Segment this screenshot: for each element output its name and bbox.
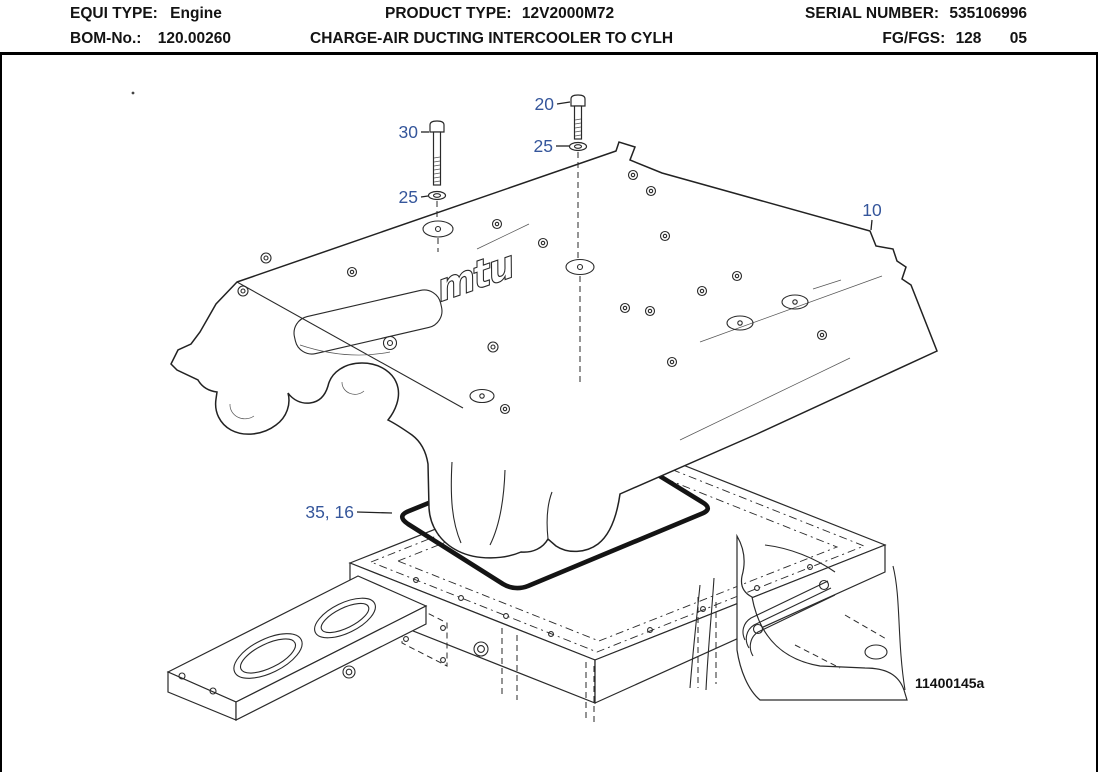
fg-fgs-label: FG/FGS: — [882, 30, 946, 47]
fg-fgs-value: 128 — [955, 30, 982, 47]
page-frame-left — [0, 52, 2, 772]
left-manifold-block — [166, 575, 428, 721]
access-plate — [401, 599, 448, 667]
callout-20: 20 — [535, 94, 555, 114]
washer-25-left — [427, 190, 447, 201]
bolt-30 — [427, 120, 447, 221]
exploded-parts-drawing: mtu — [131, 91, 985, 722]
flange-port — [293, 289, 443, 355]
charge-air-cover: mtu — [170, 141, 938, 559]
header-divider — [0, 52, 1098, 55]
stud-lines — [501, 597, 717, 722]
callout-35-16: 35, 16 — [305, 502, 354, 522]
bom-number: BOM-No.: 120.00260 — [70, 30, 231, 48]
serial-number-value: 535106996 — [949, 5, 1027, 22]
callouts: 30 25 20 25 10 35, 16 — [305, 94, 882, 522]
product-type-value: 12V2000M72 — [521, 5, 615, 22]
equi-type: EQUI TYPE: Engine — [70, 5, 222, 23]
fg-fgs-suffix: 05 — [1009, 30, 1027, 47]
print-dot — [131, 91, 135, 95]
cover-bolt-holes — [346, 169, 828, 415]
product-type: PRODUCT TYPE: 12V2000M72 — [385, 5, 614, 23]
page-title: CHARGE-AIR DUCTING INTERCOOLER TO CYLH — [310, 30, 674, 47]
callout-25-left: 25 — [399, 187, 418, 207]
bolt-20 — [568, 94, 588, 260]
bom-number-label: BOM-No.: — [70, 30, 142, 47]
serial-number: SERIAL NUMBER: 535106996 — [805, 5, 1027, 23]
page-frame-right — [1096, 52, 1098, 772]
washer-25-right — [568, 141, 588, 152]
callout-10: 10 — [862, 200, 882, 220]
front-boss — [473, 641, 489, 657]
callout-25-right: 25 — [534, 136, 553, 156]
engine-block-corner — [689, 533, 908, 701]
callout-30: 30 — [399, 122, 419, 142]
oval-ports — [233, 597, 376, 679]
bom-number-value: 120.00260 — [157, 30, 232, 47]
serial-number-label: SERIAL NUMBER: — [805, 5, 940, 22]
product-type-label: PRODUCT TYPE: — [385, 5, 512, 22]
equi-type-label: EQUI TYPE: — [70, 5, 158, 22]
fg-fgs: FG/FGS: 128 05 — [882, 30, 1027, 48]
rim-screw-holes — [413, 564, 813, 637]
figure-id: 11400145a — [915, 675, 985, 691]
equi-type-value: Engine — [170, 5, 222, 22]
